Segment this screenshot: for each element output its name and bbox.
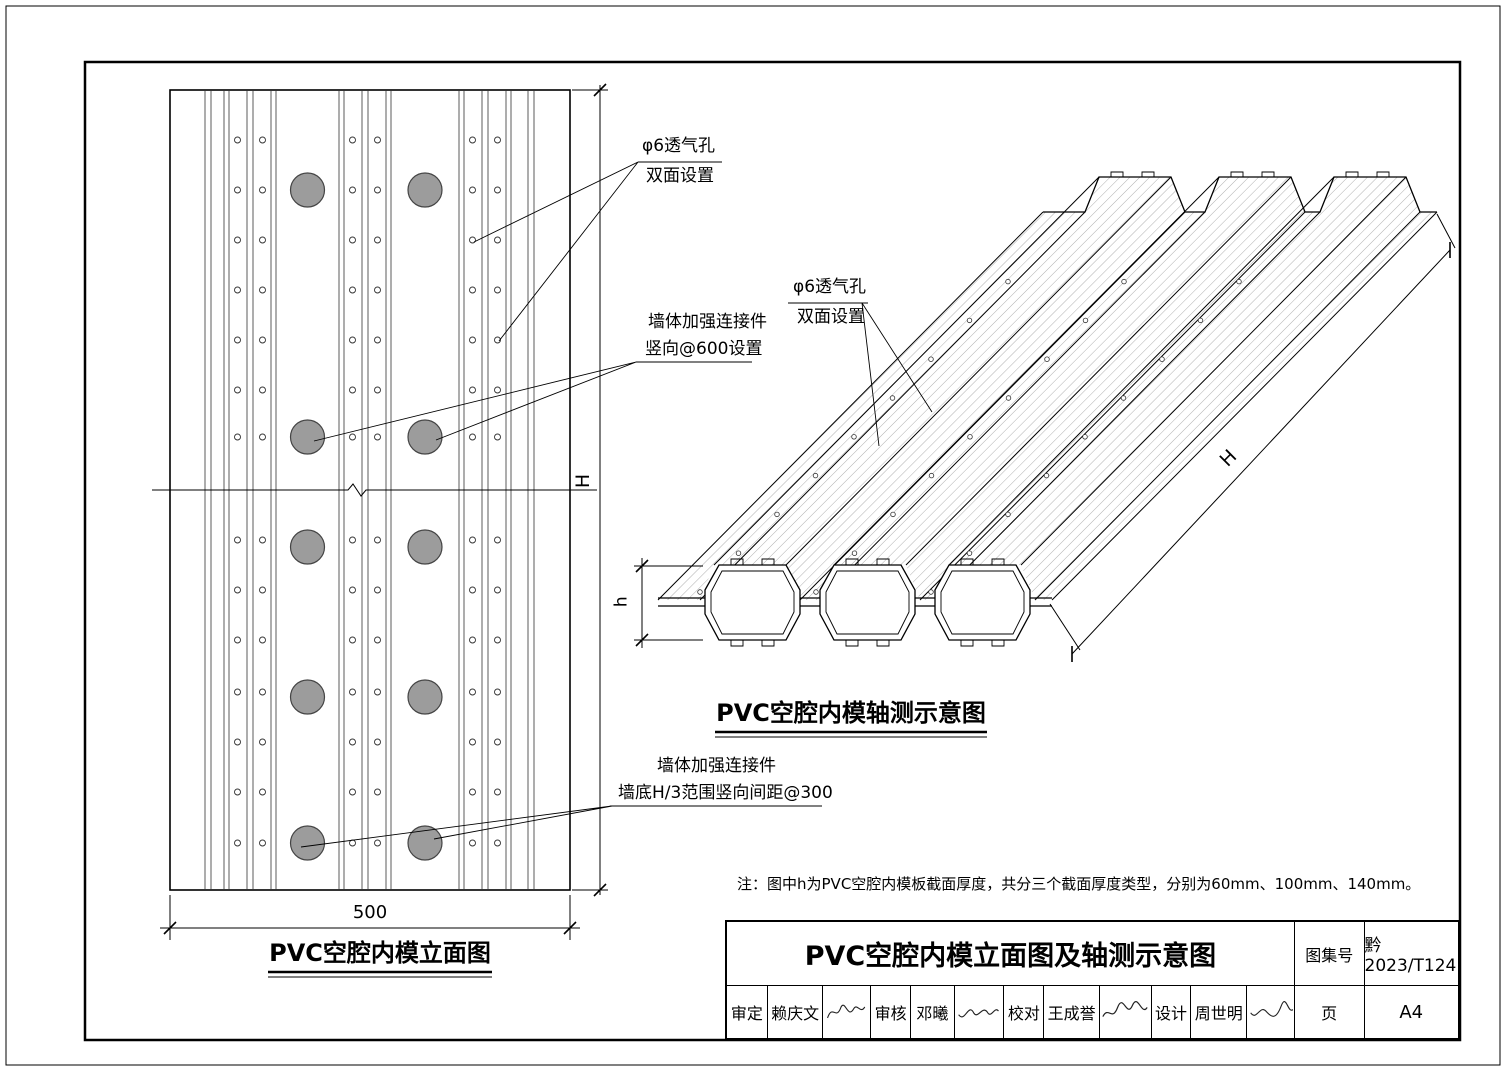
role-label-jiaodui: 校对 <box>1003 986 1043 1038</box>
elev-connector-bottom-note-line2: 墙底H/3范围竖向间距@300 <box>618 783 833 803</box>
axonometric-title: PVC空腔内模轴测示意图 <box>716 699 986 727</box>
atlas-label: 图集号 <box>1293 922 1364 985</box>
signature-shenhe <box>953 986 1004 1038</box>
inner-border <box>83 60 1462 1042</box>
page-number: A4 <box>1363 986 1458 1038</box>
role-name-jiaodui: 王成誉 <box>1043 986 1099 1038</box>
axon-vent-note-line2: 双面设置 <box>797 307 865 327</box>
connector-bottom-leader-lines <box>300 805 822 848</box>
axon-length-dimension <box>1049 213 1456 655</box>
connector-mid-leader-lines <box>313 361 752 442</box>
axon-thickness-dim-label: h <box>611 596 632 608</box>
role-name-sheji: 周世明 <box>1190 986 1246 1038</box>
elev-vent-note-line1: φ6透气孔 <box>642 136 716 156</box>
elev-height-dim-label: H <box>572 473 595 489</box>
elev-vent-note-line2: 双面设置 <box>646 166 714 186</box>
axon-panel-surface <box>658 177 1437 600</box>
elev-connector-mid-note-line2: 竖向@600设置 <box>645 339 763 359</box>
title-block-row-title: PVC空腔内模立面图及轴测示意图 图集号 黔2023/T124 <box>727 922 1458 985</box>
axon-section-profiles <box>704 558 1031 647</box>
role-label-shending: 审定 <box>730 1004 763 1023</box>
signature-scribble-icon <box>1249 1001 1293 1017</box>
axon-far-teeth <box>1110 171 1390 177</box>
vent-leader-lines <box>473 161 722 342</box>
dimension-ticks <box>1071 242 1451 662</box>
elev-width-dim-label: 500 <box>352 902 388 923</box>
axon-thickness-dimension <box>634 558 703 648</box>
sheet-note: 注：图中h为PVC空腔内模板截面厚度，共分三个截面厚度类型，分别为60mm、10… <box>737 875 1421 893</box>
dimension-ticks <box>593 83 607 897</box>
elevation-width-dimension <box>160 895 580 940</box>
dimension-ticks <box>635 559 649 647</box>
signature-scribble-icon <box>826 1004 866 1019</box>
axon-web-lines <box>658 597 1052 607</box>
signature-scribble-icon <box>1102 1001 1148 1017</box>
drawing-title: PVC空腔内模立面图及轴测示意图 <box>804 941 1217 972</box>
elevation-title: PVC空腔内模立面图 <box>269 939 491 967</box>
role-label-shenhe: 审核 <box>870 986 910 1038</box>
role-label-sheji: 设计 <box>1150 986 1191 1038</box>
outer-border <box>5 5 1501 1066</box>
title-block: PVC空腔内模立面图及轴测示意图 图集号 黔2023/T124 审定 赖庆文 审… <box>725 920 1460 1040</box>
dimension-ticks <box>163 921 577 935</box>
signature-jiaodui <box>1098 986 1151 1038</box>
axon-vent-leader-lines <box>788 302 933 447</box>
elev-connector-bottom-note-line1: 墙体加强连接件 <box>657 756 776 776</box>
signature-sheji <box>1246 986 1294 1038</box>
vent-hole-rows <box>234 136 501 847</box>
title-block-row-roles: 审定 赖庆文 审核 邓曦 校对 王成誉 设计 周世明 页 A4 <box>727 985 1458 1038</box>
break-line <box>152 483 597 497</box>
wall-connector-rows <box>289 172 443 861</box>
elevation-height-dimension <box>572 85 608 895</box>
page-label: 页 <box>1293 986 1364 1038</box>
atlas-number: 黔2023/T124 <box>1363 922 1458 985</box>
axon-vent-note-line1: φ6透气孔 <box>793 277 867 297</box>
signature-shending <box>822 986 870 1038</box>
signature-scribble-icon <box>958 1009 1000 1018</box>
role-name-shending: 赖庆文 <box>766 986 823 1038</box>
role-name-shenhe: 邓曦 <box>909 986 954 1038</box>
elev-connector-mid-note-line1: 墙体加强连接件 <box>648 312 767 332</box>
axon-rib-edges <box>657 176 1438 601</box>
